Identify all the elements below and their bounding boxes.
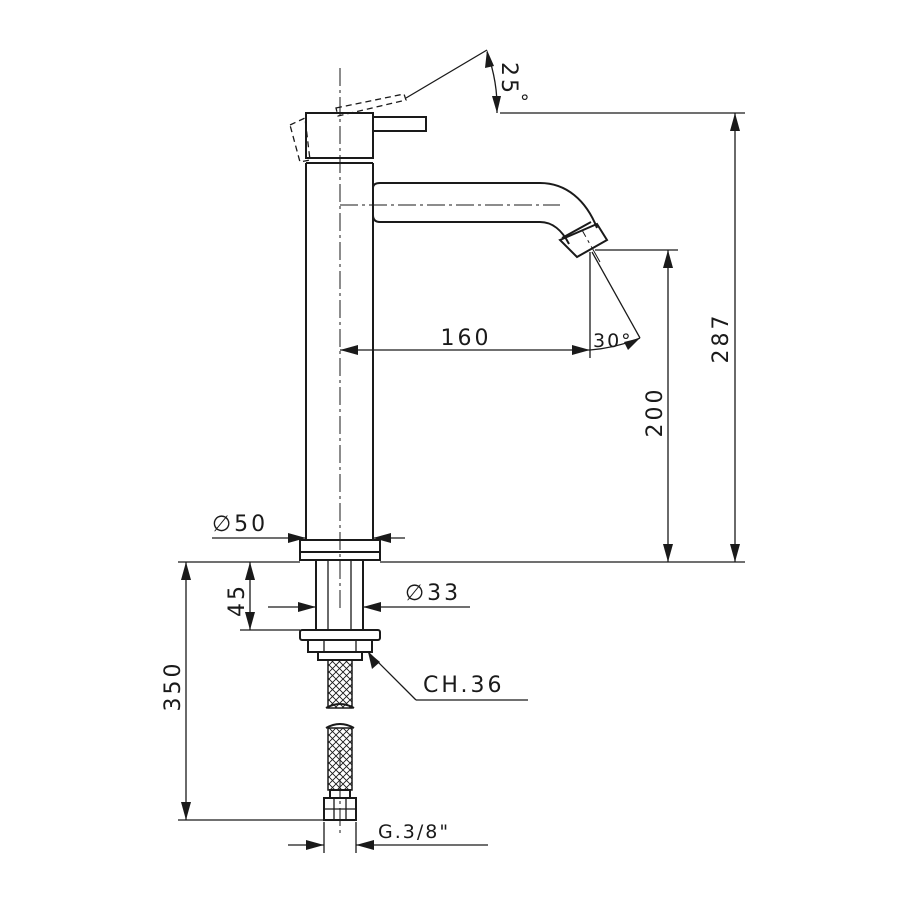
leader-nut-size: CH.36 (367, 651, 528, 701)
dimension-hose-thread: G.3/8" (288, 821, 488, 853)
total-height-label: 287 (709, 313, 734, 364)
lever-open-position (289, 93, 407, 163)
flexible-hose (323, 659, 357, 821)
lever-angle-label: 25 (496, 62, 521, 96)
dimension-spout-height: 200 (595, 249, 678, 562)
dimension-shank-diameter: ∅33 (268, 581, 470, 612)
spout-reach-label: 160 (441, 326, 492, 351)
lever-handle (372, 116, 427, 132)
base-height-label: 45 (225, 583, 250, 617)
dimension-total-height: 287 (380, 112, 745, 563)
hose-length-label: 350 (161, 661, 186, 712)
dimension-spout-reach: 160 (340, 252, 591, 358)
lever-angle-degree: ° (520, 91, 532, 113)
spout (372, 182, 609, 259)
dimension-spout-angle: 30° (589, 251, 641, 352)
body-diameter-label: ∅50 (212, 512, 268, 537)
spout-angle-label: 30° (593, 330, 633, 352)
nut-size-label: CH.36 (423, 673, 505, 698)
mounting-shank (299, 559, 381, 661)
dimension-lever-angle: 25 ° (405, 49, 532, 114)
dimension-hose-length: 350 (161, 561, 324, 821)
spout-height-label: 200 (643, 387, 668, 438)
hose-thread-label: G.3/8" (378, 821, 450, 843)
dimension-body-diameter: ∅50 (212, 512, 405, 543)
dimension-base-height: 45 (225, 561, 300, 631)
shank-diameter-label: ∅33 (405, 581, 461, 606)
